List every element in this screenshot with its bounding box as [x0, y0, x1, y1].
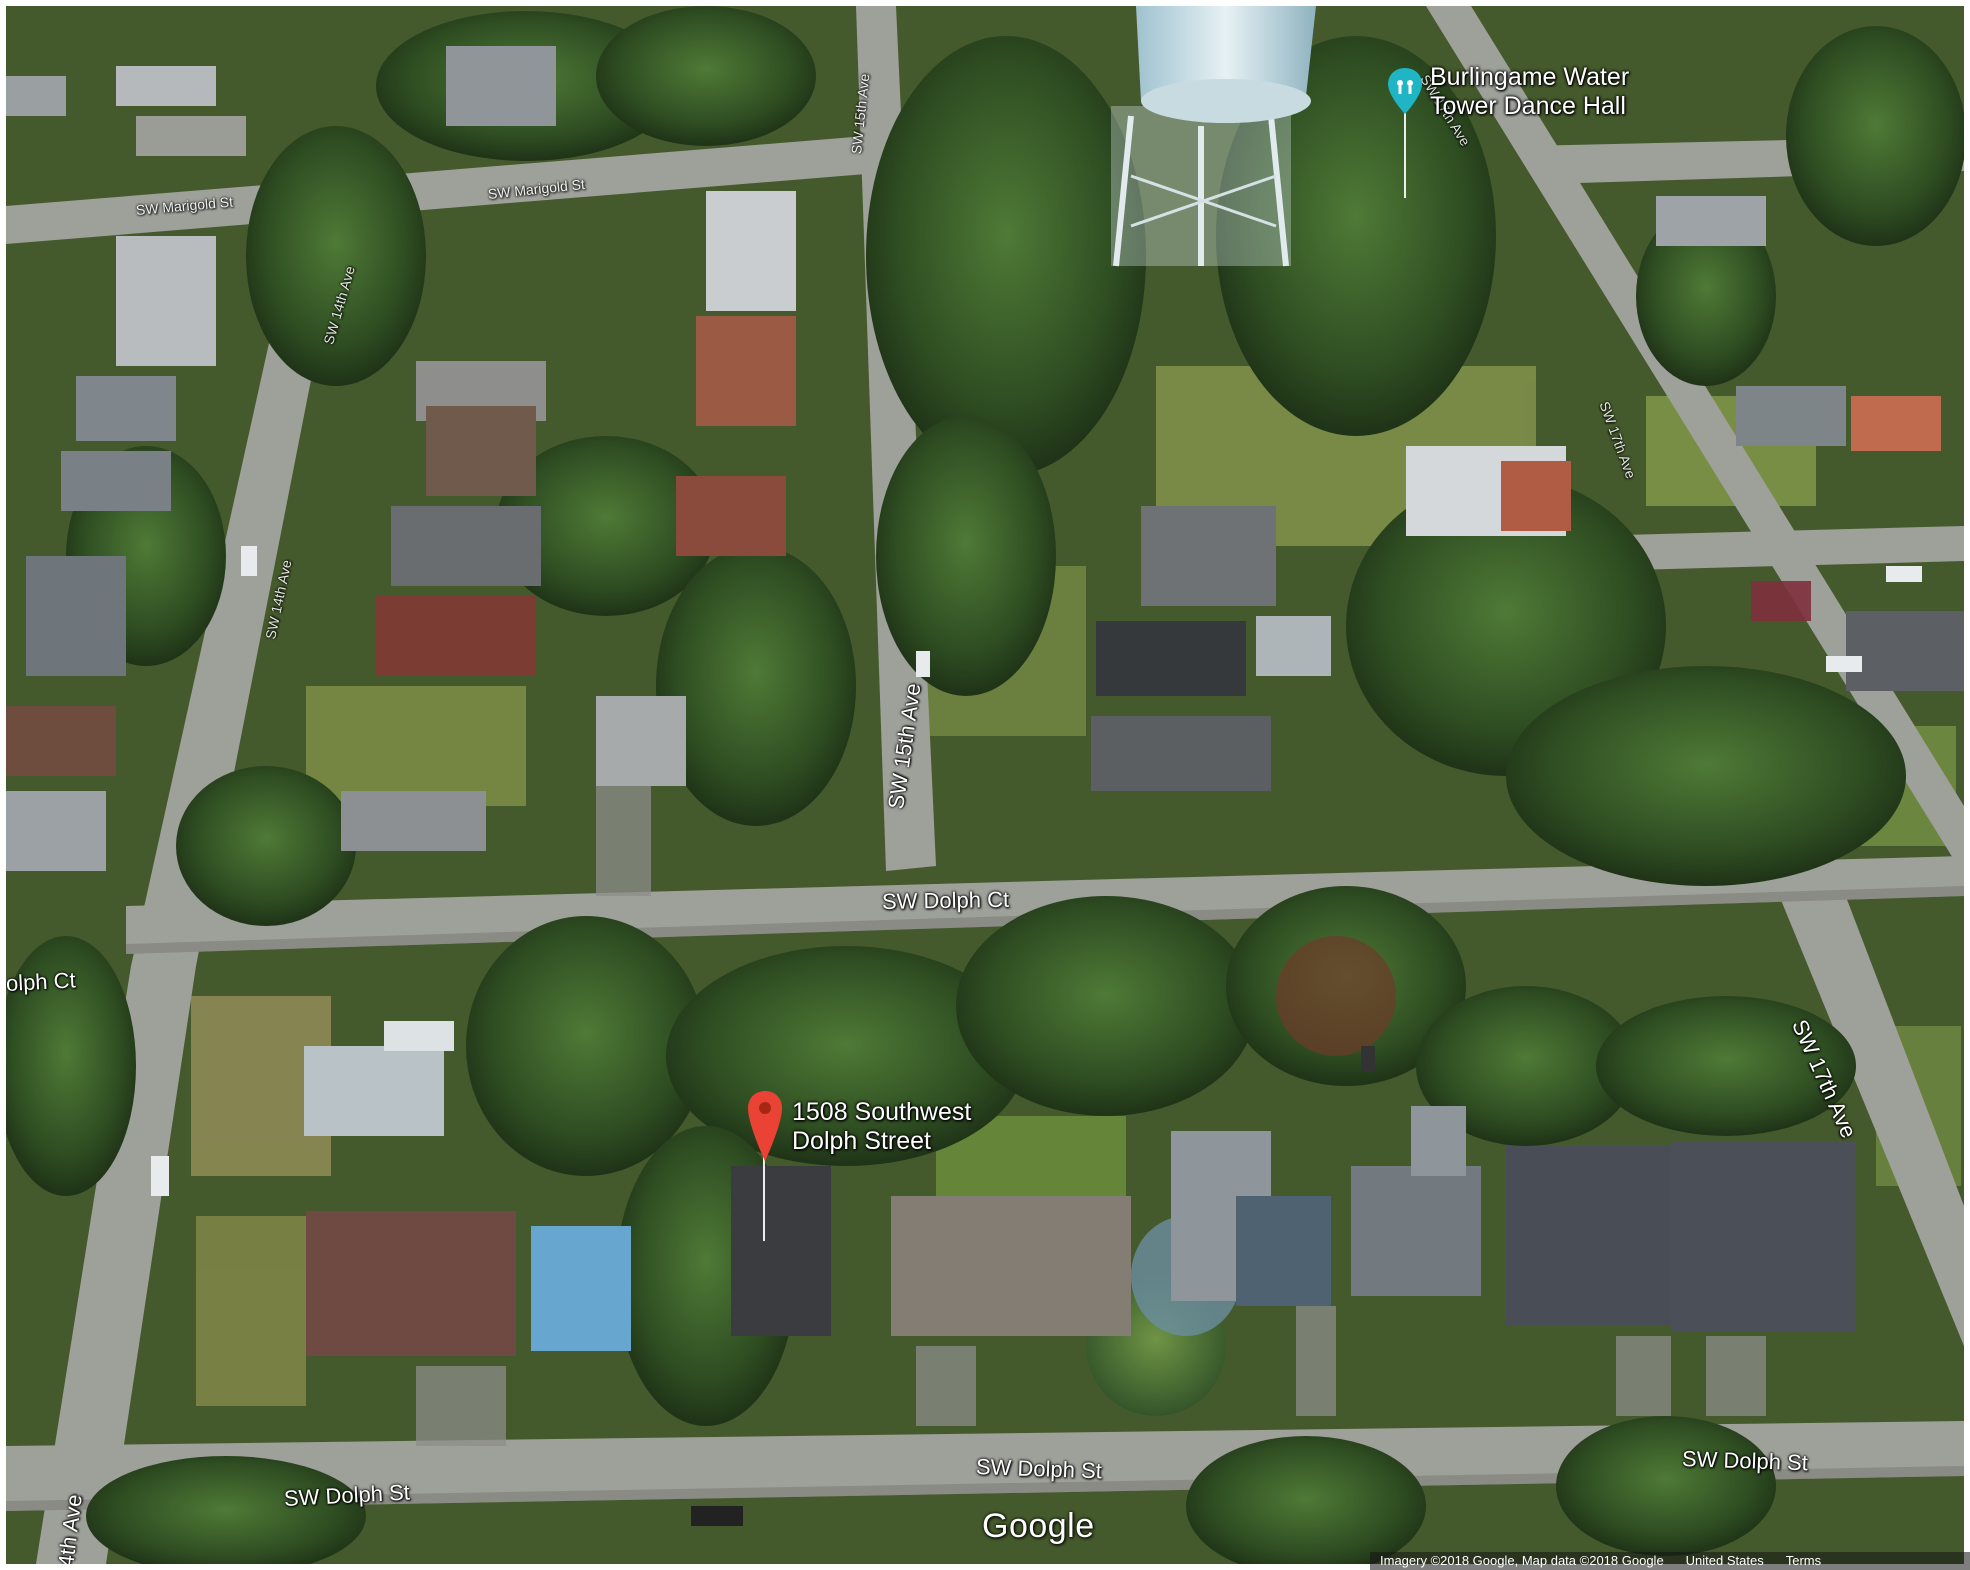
street-label-sw-dolph-ct: SW Dolph Ct	[881, 886, 1010, 914]
street-label-sw-dolph-st-right: SW Dolph St	[1681, 1446, 1809, 1476]
terms-link[interactable]: Terms	[1785, 1553, 1822, 1568]
poi-label-line1: Burlingame Water	[1430, 63, 1630, 91]
region-label[interactable]: United States	[1685, 1553, 1764, 1568]
dance-hall-icon[interactable]	[1388, 68, 1422, 114]
satellite-map[interactable]: SW Marigold St SW Marigold St SW 14th Av…	[6, 6, 1964, 1564]
driveways	[416, 786, 1766, 1446]
poi-marker-stem	[1404, 106, 1406, 198]
map-pin-icon[interactable]	[748, 1091, 782, 1161]
attribution-bar: Imagery ©2018 Google, Map data ©2018 Goo…	[1370, 1552, 1970, 1570]
address-label-line1: 1508 Southwest	[792, 1098, 972, 1126]
street-label-sw-dolph-st-center: SW Dolph St	[975, 1454, 1103, 1484]
satellite-imagery	[6, 6, 1964, 1564]
address-label[interactable]: 1508 Southwest Dolph Street	[792, 1098, 971, 1156]
address-label-line2: Dolph Street	[792, 1127, 931, 1155]
water-tower	[1111, 6, 1316, 267]
imagery-attribution: Imagery ©2018 Google, Map data ©2018 Goo…	[1380, 1553, 1664, 1568]
poi-label[interactable]: Burlingame Water Tower Dance Hall	[1430, 63, 1629, 121]
street-label-sw-dolph-ct-left: olph Ct	[6, 967, 77, 996]
google-logo: Google	[982, 1507, 1095, 1545]
cars	[151, 546, 1922, 1526]
address-marker-stem	[763, 1156, 765, 1241]
rooftops	[6, 46, 1964, 1356]
poi-label-line2: Tower Dance Hall	[1430, 92, 1626, 120]
